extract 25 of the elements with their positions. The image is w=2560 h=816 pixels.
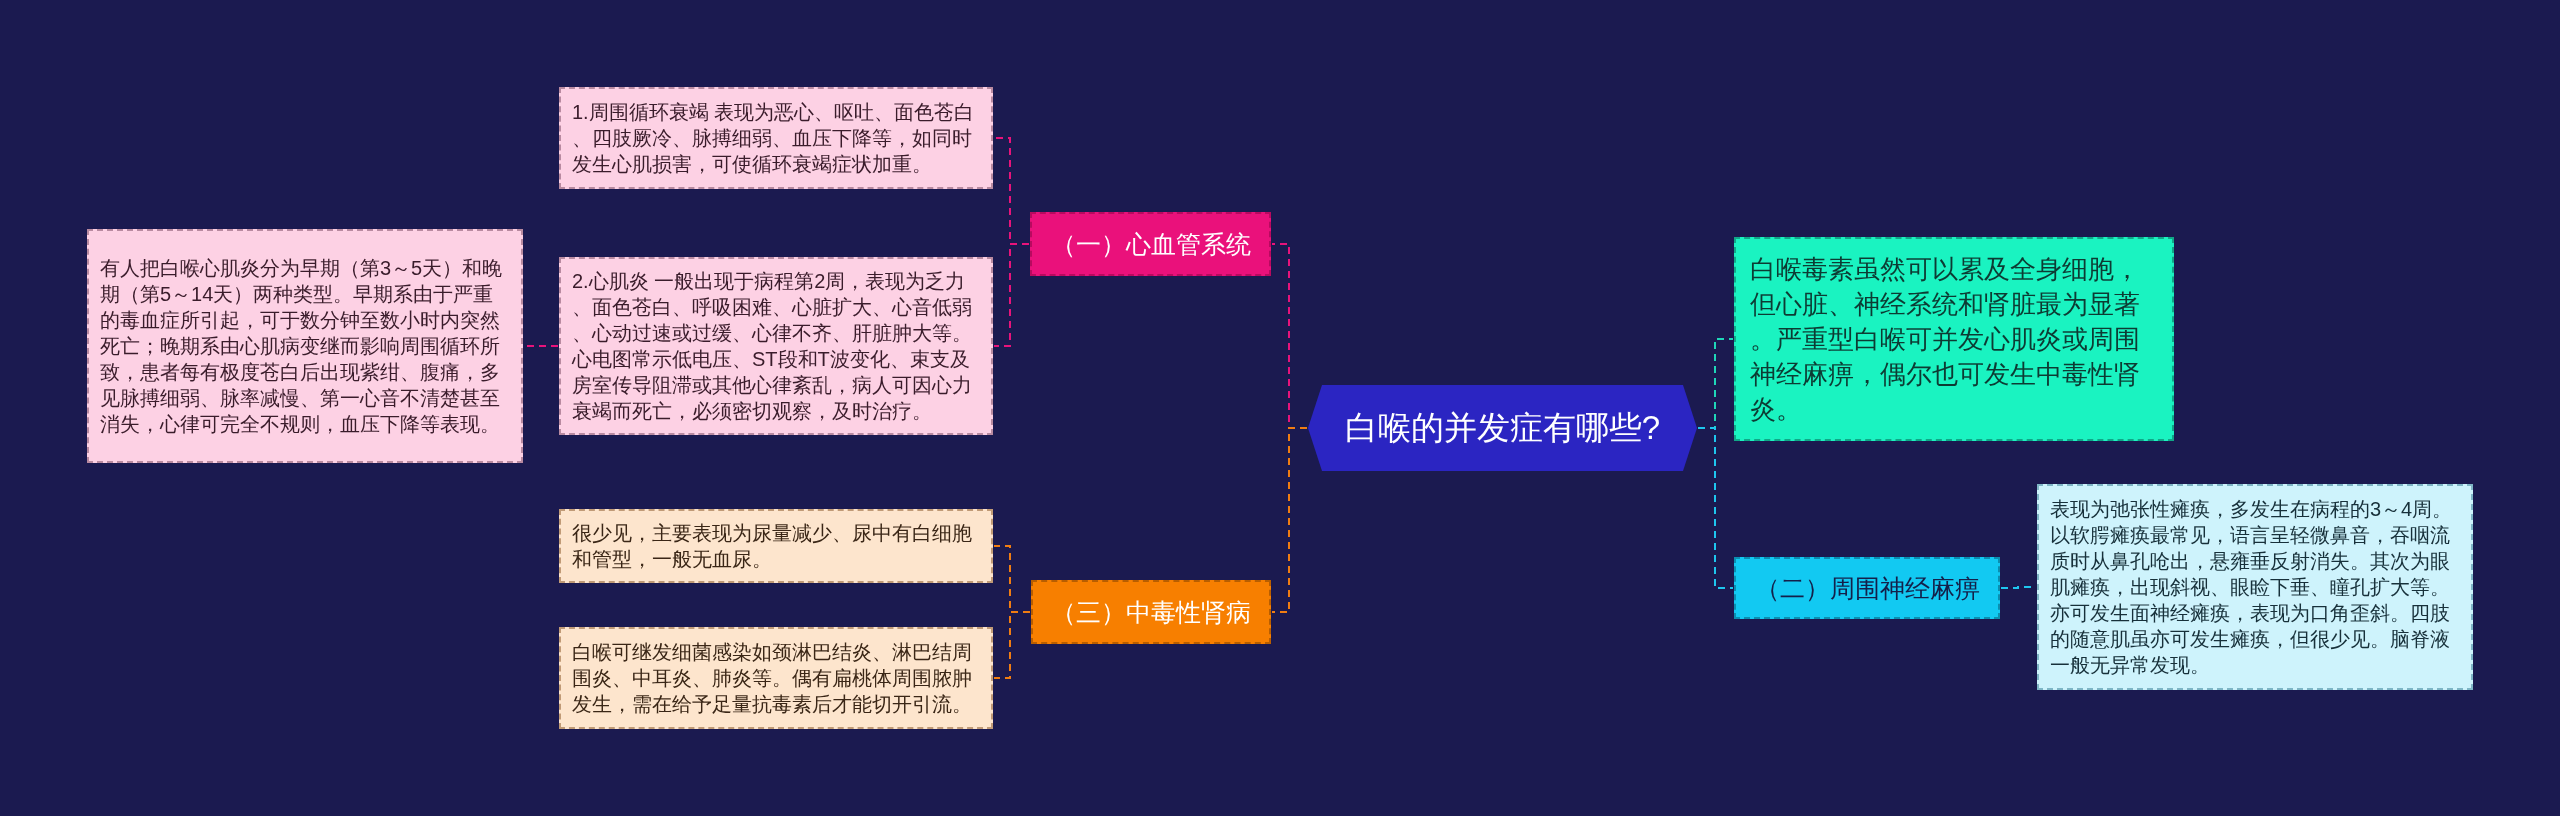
note-text: 很少见，主要表现为尿量减少、尿中有白细胞和管型，一般无血尿。: [572, 521, 973, 572]
topic-title: 白喉的并发症有哪些?: [1344, 408, 1661, 448]
summary-text: 白喉毒素虽然可以累及全身细胞，但心脏、神经系统和肾脏最为显著。严重型白喉可并发心肌炎或周围神经麻痹，偶尔也可发生中毒性肾炎。: [1750, 252, 2141, 426]
note-text: 2.心肌炎 一般出现于病程第2周，表现为乏力、面色苍白、呼吸困难、心脏扩大、心音低弱、心动过速或过缓、心律不齐、肝脏肿大等。心电图常示低电压、ST段和T波变化、束支及房室传导阻滞或其他心律紊乱，病人可因心力衰竭而死亡，必须密切观察，及时治疗。: [572, 269, 973, 424]
category-label: （一）心血管系统: [1050, 229, 1251, 260]
note-box: [559, 509, 993, 583]
note-text: 表现为弛张性瘫痪，多发生在病程的3～4周。以软腭瘫痪最常见，语言呈轻微鼻音，吞咽流质时从鼻孔呛出，悬雍垂反射消失。其次为眼肌瘫痪，出现斜视、眼睑下垂、瞳孔扩大等。亦可发生面神经瘫痪，表现为口角歪斜。四肢的随意肌虽亦可发生瘫痪，但很少见。脑脊液一般无异常发现。: [2050, 497, 2454, 678]
note-box: [2037, 484, 2473, 690]
note-box: [559, 627, 993, 729]
connector-line: [1697, 427, 1734, 589]
note-text: 1.周围循环衰竭 表现为恶心、呕吐、面色苍白、四肢厥冷、脉搏细弱、血压下降等，如同时发生心肌损害，可使循环衰竭症状加重。: [572, 100, 976, 177]
note-box: [559, 257, 993, 435]
category-box: [1030, 212, 1271, 276]
note-box: [559, 87, 993, 189]
note-text: 有人把白喉心肌炎分为早期（第3～5天）和晚期（第5～14天）两种类型。早期系由于严重的毒血症所引起，可于数分钟至数小时内突然死亡；晚期系由心肌病变继而影响周围循环所致，患者每有极度苍白后出现紫绀、腹痛，多见脉搏细弱、脉率减慢、第一心音不清楚甚至消失，心律可完全不规则，血压下降等表现。: [100, 256, 504, 437]
connector-line: [993, 243, 1030, 347]
note-text: 白喉可继发细菌感染如颈淋巴结炎、淋巴结周围炎、中耳炎、肺炎等。偶有扁桃体周围脓肿发生，需在给予足量抗毒素后才能切开引流。: [572, 640, 973, 717]
category-box: [1031, 580, 1271, 644]
connector-line: [993, 611, 1031, 679]
category-box: [1734, 557, 2000, 619]
connector-line: [1271, 427, 1308, 613]
category-label: （三）中毒性肾病: [1051, 597, 1251, 628]
summary-box: [1734, 237, 2174, 441]
note-box: [87, 229, 523, 463]
category-label: （二）周围神经麻痹: [1754, 573, 1980, 604]
